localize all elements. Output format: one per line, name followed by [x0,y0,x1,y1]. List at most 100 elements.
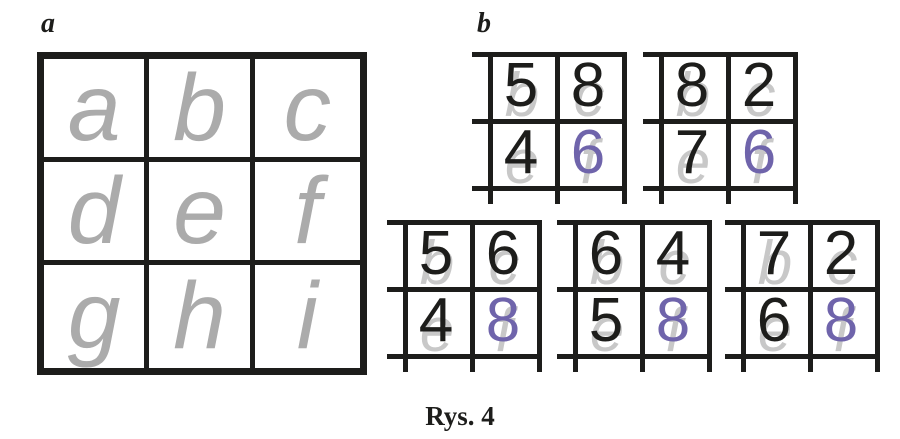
cell-digit: 4 [655,219,691,288]
mini-grid-cell: c 2 [731,55,793,127]
grid-line [537,220,542,372]
ghost-letter: c [744,61,776,130]
mini-grid-cell: c 8 [560,55,622,127]
mini-grid-1: b 5 c 8 e 4 f 6 [472,52,627,204]
grid-line [472,52,627,57]
cell-digit: 5 [503,51,539,120]
ghost-letter: e [757,296,793,365]
mini-grid-cell: f 8 [645,286,707,362]
ghost-letter: f [495,296,513,365]
letter-grid-cell: g [44,263,150,369]
mini-grid-cell: c 4 [645,219,707,295]
cell-letter: c [283,54,332,161]
grid-line [659,52,664,204]
grid-line [808,220,813,372]
grid-line [555,52,560,204]
panel-a-label: a [41,8,55,39]
cell-letter: d [67,157,121,264]
letter-grid-cell: a [44,54,150,162]
cell-digit: 8 [823,286,859,355]
grid-line [741,220,746,372]
ghost-letter: f [751,128,769,197]
ghost-letter: b [675,61,711,130]
ghost-letter: c [826,229,858,298]
mini-grid-cell: e 4 [408,286,470,362]
grid-line [470,220,475,372]
ghost-letter: b [757,229,793,298]
mini-grid-4: b 6 c 4 e 5 f 8 [557,220,712,372]
grid-line [557,354,712,359]
grid-line [573,220,578,372]
cell-digit: 6 [741,118,777,187]
grid-line [707,220,712,372]
cell-letter: e [173,157,226,264]
letter-grid-cell: b [149,54,255,162]
grid-line [643,186,798,191]
mini-grid-cell: e 6 [746,286,808,362]
mini-grid-cell: c 2 [813,219,875,295]
grid-line [725,220,880,225]
cell-digit: 6 [588,219,624,288]
cell-digit: 4 [503,118,539,187]
mini-grid-cell: b 5 [493,51,555,127]
grid-line [488,52,493,204]
letter-grid-cell: h [149,263,255,369]
grid-line [622,52,627,204]
cell-letter: f [294,157,321,264]
mini-grid-cell: e 4 [493,118,555,194]
cell-letter: g [67,263,121,369]
ghost-letter: e [419,296,455,365]
letter-grid: a b c d e f g h i [37,52,367,375]
cell-digit: 8 [674,51,710,120]
mini-grid-2: b 8 c 2 e 7 f 6 [643,52,798,204]
letter-grid-cell: d [44,157,150,265]
mini-grid-cell: b 7 [746,219,808,295]
ghost-letter: c [488,229,520,298]
cell-digit: 7 [756,219,792,288]
cell-digit: 5 [588,286,624,355]
grid-line [725,354,880,359]
mini-grid-cell: f 8 [813,286,875,362]
cell-letter: b [173,54,226,161]
grid-line [643,119,798,124]
figure-caption: Rys. 4 [425,401,495,431]
mini-grid-cell: b 8 [664,51,726,127]
ghost-letter: e [504,128,540,197]
ghost-letter: b [504,61,540,130]
grid-line [557,287,712,292]
grid-line [387,220,542,225]
mini-grid-cell: e 5 [578,286,640,362]
ghost-letter: b [589,229,625,298]
ghost-letter: f [665,296,683,365]
cell-letter: a [67,54,121,161]
mini-grid-cell: f 6 [560,118,622,194]
letter-grid-cell: f [254,157,360,265]
grid-line [725,287,880,292]
ghost-letter: e [589,296,625,365]
cell-letter: h [173,263,226,369]
cell-letter: i [296,263,318,369]
letter-grid-cell: c [254,54,360,162]
ghost-letter: e [675,128,711,197]
grid-line [643,52,798,57]
grid-line [875,220,880,372]
grid-line [403,220,408,372]
mini-grid-cell: e 7 [664,118,726,194]
cell-digit: 7 [674,118,710,187]
grid-line [640,220,645,372]
cell-digit: 2 [823,219,859,288]
mini-grid-3: b 5 c 6 e 4 f 8 [387,220,542,372]
panel-b-label: b [477,8,491,39]
cell-digit: 4 [418,286,454,355]
mini-grid-5: b 7 c 2 e 6 f 8 [725,220,880,372]
cell-digit: 8 [655,286,691,355]
ghost-letter: f [580,128,598,197]
ghost-letter: f [833,296,851,365]
grid-line [793,52,798,204]
cell-digit: 6 [756,286,792,355]
letter-grid-cell: e [149,157,255,265]
grid-line [472,186,627,191]
ghost-letter: c [573,61,605,130]
cell-digit: 6 [570,118,606,187]
